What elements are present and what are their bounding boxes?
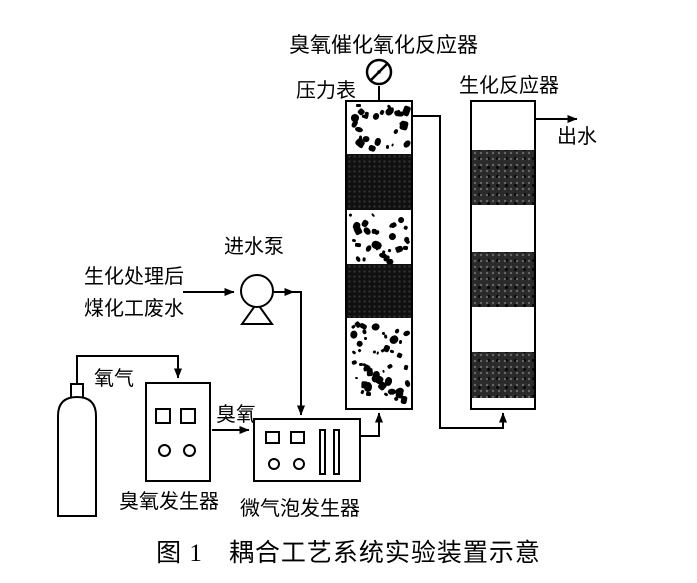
label-inlet-pump: 进水泵	[224, 236, 284, 258]
reactor-section-empty	[472, 307, 534, 352]
reactor-section-empty	[472, 398, 534, 408]
indicator-lamp	[183, 444, 196, 457]
reactor-section-speckled	[347, 102, 411, 154]
indicator-lamp	[293, 458, 305, 470]
reactor-section-dark	[472, 352, 534, 398]
reactor-section-speckled	[347, 318, 411, 408]
label-effluent: 出水	[557, 126, 597, 148]
pipe-pump-to-microbubble	[293, 291, 305, 416]
reactor-section-dark	[347, 154, 411, 210]
reactor-section-dark	[347, 264, 411, 318]
label-ozone: 臭氧	[216, 404, 256, 426]
reactor-section-empty	[472, 205, 534, 252]
label-ozone-reactor: 臭氧催化氧化反应器	[289, 33, 478, 57]
reactor-section-empty	[472, 102, 534, 150]
reactor-section-speckled	[347, 210, 411, 264]
indicator-square	[180, 408, 196, 424]
indicator-square	[265, 431, 280, 444]
indicator-lamp	[268, 458, 280, 470]
reactor-section-dark	[472, 252, 534, 307]
ozone-generator-box	[145, 382, 211, 482]
label-pressure-gauge: 压力表	[296, 80, 356, 102]
pressure-gauge-icon	[365, 58, 393, 86]
indicator-square	[290, 431, 305, 444]
figure-caption: 图 1 耦合工艺系统实验装置示意	[156, 540, 541, 567]
ozone-reactor-column	[345, 100, 413, 410]
label-microbubble-generator: 微气泡发生器	[240, 498, 360, 520]
pipe-microbubble-to-ozone-column	[361, 412, 383, 437]
label-feed-line1: 生化处理后	[84, 266, 184, 288]
indicator-square	[155, 408, 171, 424]
microbubble-generator-box	[253, 418, 361, 482]
label-bio-reactor: 生化反应器	[459, 75, 559, 97]
reactor-section-dark	[472, 150, 534, 205]
vent-slot	[333, 429, 340, 475]
label-feed-line2: 煤化工废水	[84, 298, 184, 320]
vent-slot	[319, 429, 326, 475]
pipe-oxygen-to-generator	[76, 355, 182, 384]
pump-icon	[240, 274, 274, 325]
label-oxygen: 氧气	[94, 368, 134, 390]
bio-reactor-column	[470, 100, 536, 410]
indicator-lamp	[158, 444, 171, 457]
pipe-ozone-to-bio-column	[413, 115, 507, 429]
oxygen-cylinder-icon	[57, 383, 97, 517]
label-ozone-generator: 臭氧发生器	[119, 491, 219, 513]
